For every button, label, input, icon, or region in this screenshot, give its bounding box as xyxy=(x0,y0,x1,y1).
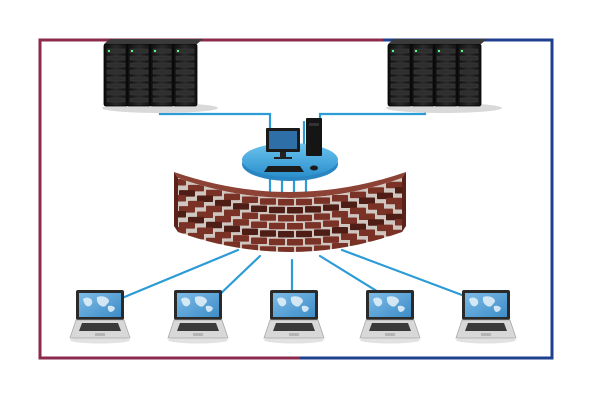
server-right-unit-1 xyxy=(387,43,413,107)
laptop-trackpad xyxy=(385,333,395,336)
client-laptops xyxy=(69,290,517,344)
client-laptop-2 xyxy=(167,290,229,344)
server-rack-left xyxy=(102,39,218,113)
laptop-trackpad xyxy=(193,333,203,336)
admin-workstation xyxy=(242,118,338,181)
laptop-keyboard xyxy=(79,323,121,331)
laptop-icon xyxy=(263,290,325,344)
wall-bricks xyxy=(178,179,402,252)
client-laptop-5 xyxy=(455,290,517,344)
link-9 xyxy=(120,248,240,300)
server-left-unit-4 xyxy=(172,43,198,107)
server-left-unit-3 xyxy=(149,43,175,107)
laptop-keyboard xyxy=(369,323,411,331)
laptop-trackpad xyxy=(95,333,105,336)
laptop-icon xyxy=(69,290,131,344)
laptop-icon xyxy=(455,290,517,344)
server-rack-icon xyxy=(387,39,487,107)
pc-tower xyxy=(306,118,322,156)
server-rack-right xyxy=(386,39,502,113)
client-laptop-3 xyxy=(263,290,325,344)
server-left-unit-1 xyxy=(103,43,129,107)
keyboard xyxy=(264,166,304,172)
desktop-computer-icon xyxy=(264,118,322,172)
brick-wall-icon xyxy=(174,172,406,252)
monitor-stand xyxy=(280,152,286,158)
wall-left-end xyxy=(174,172,178,232)
monitor-screen xyxy=(269,131,297,149)
wall-right-end xyxy=(402,172,406,232)
link-13 xyxy=(340,248,472,300)
wall-top xyxy=(174,172,406,198)
laptop-icon xyxy=(167,290,229,344)
laptop-trackpad xyxy=(481,333,491,336)
link-10 xyxy=(214,254,262,300)
firewall xyxy=(174,172,406,252)
laptop-keyboard xyxy=(465,323,507,331)
laptop-trackpad xyxy=(289,333,299,336)
server-right-unit-4 xyxy=(456,43,482,107)
mouse xyxy=(310,165,318,171)
server-right-unit-3 xyxy=(433,43,459,107)
server-right-unit-2 xyxy=(410,43,436,107)
laptop-icon xyxy=(359,290,421,344)
laptop-keyboard xyxy=(177,323,219,331)
client-laptop-4 xyxy=(359,290,421,344)
laptop-keyboard xyxy=(273,323,315,331)
client-laptop-1 xyxy=(69,290,131,344)
frame-left-border xyxy=(38,38,383,360)
server-left-unit-2 xyxy=(126,43,152,107)
server-rack-icon xyxy=(103,39,203,107)
